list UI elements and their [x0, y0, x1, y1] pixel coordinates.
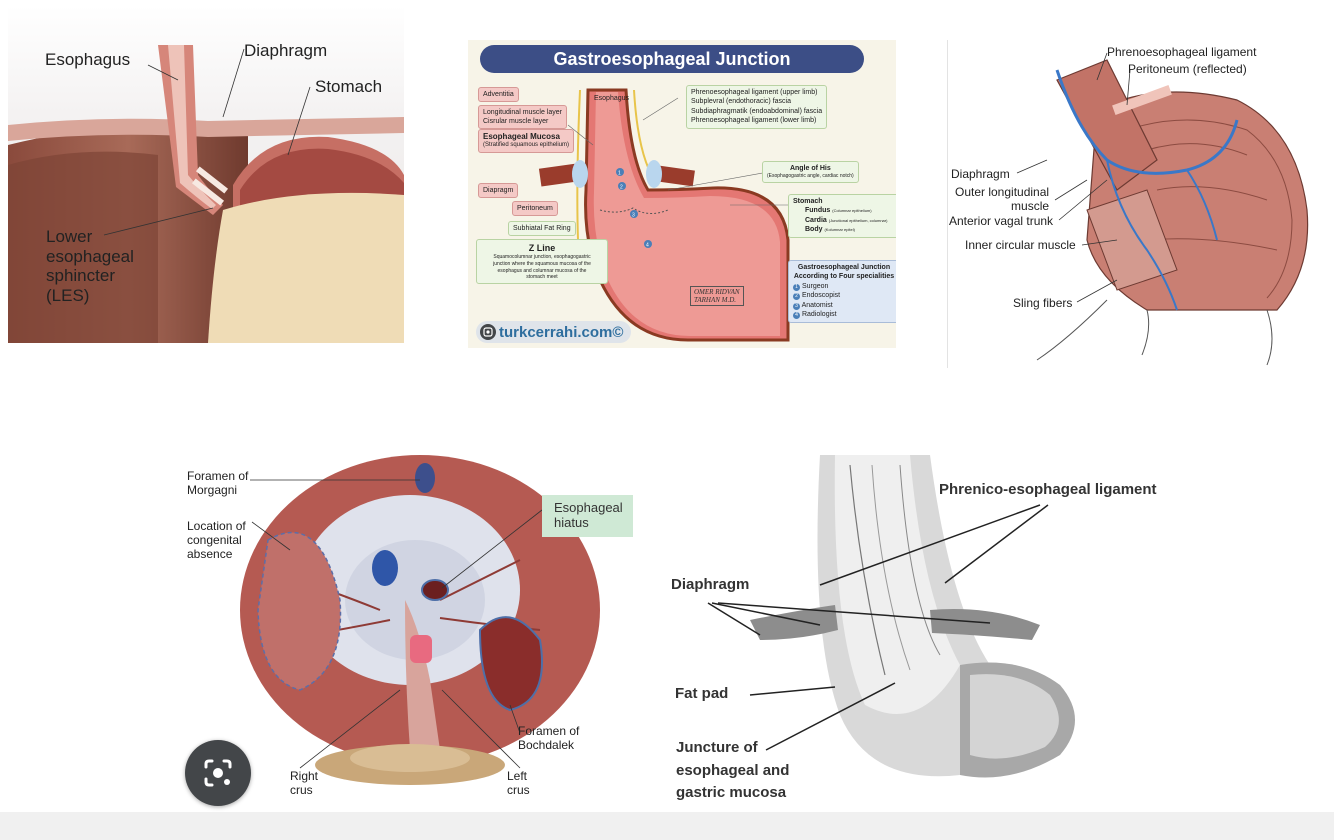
muscle-layers-illustration [947, 40, 1323, 368]
image-result-sketch[interactable]: Phrenico-esophageal ligament Diaphragm F… [660, 455, 1180, 810]
gej-fundus: Fundus (Columnar epithelium) [793, 206, 895, 215]
gej-angle-title: Angle of His [789, 165, 831, 172]
gej-speciality-1-label: Surgeon [801, 282, 829, 290]
label-les: Lower esophageal sphincter (LES) [46, 227, 134, 305]
label-juncture-mucosa: Juncture of esophageal and gastric mucos… [676, 739, 790, 801]
gej-cardia-label: Cardia [805, 216, 827, 224]
gej-body-sub: (Kolumnar epitel) [824, 227, 855, 233]
gej-speciality-3: 3 Anatomist [793, 301, 895, 310]
label-anterior-vagal-trunk: Anterior vagal trunk [949, 214, 1054, 228]
label-peritoneum-reflected: Peritoneum (reflected) [1128, 62, 1247, 76]
svg-text:1: 1 [618, 171, 621, 177]
les-illustration [8, 5, 404, 343]
label-foramen-bochdalek: Foramen of Bochdalek [518, 724, 580, 752]
gej-speciality-4-label: Radiologist [801, 311, 837, 319]
gej-ligaments: Phrenoesophageal ligament (upper limb) S… [686, 85, 828, 129]
image-result-diaphragm[interactable]: Foramen of Morgagni Location of congenit… [180, 450, 640, 810]
gej-esophagus: Esophagus [594, 95, 630, 102]
gej-signature: OMER RIDVAN TARHAN M.D. [690, 286, 744, 307]
gej-speciality-4: 4 Radiologist [793, 310, 895, 320]
label-diaphragm: Diaphragm [671, 576, 750, 593]
speciality-number-badge: 4 [793, 312, 800, 320]
gej-fat-ring: Subhiatal Fat Ring [508, 221, 576, 237]
lens-small-icon [480, 324, 496, 340]
gej-specialities: Gastroesophageal Junction According to F… [788, 260, 896, 323]
svg-text:4: 4 [646, 243, 649, 249]
svg-text:3: 3 [632, 213, 635, 219]
diaphragm-illustration [180, 450, 640, 810]
label-location-congenital-absence: Location of congenital absence [187, 519, 246, 561]
label-foramen-morgagni: Foramen of Morgagni [187, 469, 249, 497]
label-phrenoesophageal-ligament: Phrenoesophageal ligament [1107, 45, 1257, 59]
gej-speciality-1: 1 Surgeon [793, 282, 895, 291]
image-result-les[interactable]: Esophagus Diaphragm Stomach Lower esopha… [8, 5, 404, 343]
google-lens-button[interactable] [185, 740, 251, 806]
gej-speciality-2: 2 Endoscopist [793, 291, 895, 301]
gej-mucosa-sub: (Stratified squamous epithelium) [483, 142, 570, 149]
gej-watermark-text: turkcerrahi.com© [499, 323, 624, 341]
gej-fundus-label: Fundus [805, 207, 831, 215]
gej-stomach: Stomach Fundus (Columnar epithelium) Car… [788, 194, 896, 238]
label-diaphragm: Diaphragm [244, 41, 328, 60]
image-result-gej-infographic[interactable]: 1 2 3 4 Gastroesophageal Junction Advent… [468, 40, 896, 348]
gej-cardia-sub: (Junctional epithelium, columnar) [828, 217, 888, 223]
label-outer-longitudinal: Outer longitudinal muscle [955, 185, 1050, 213]
gej-adventitia: Adventitia [478, 87, 519, 103]
sketch-illustration [660, 455, 1180, 810]
gej-peritoneum: Peritoneum [512, 201, 558, 217]
label-right-crus: Right crus [290, 769, 319, 797]
label-diaphragm: Diaphragm [951, 167, 1010, 181]
speciality-number-badge: 3 [793, 302, 800, 310]
label-stomach: Stomach [315, 77, 383, 96]
gej-diapragm: Diapragm [478, 183, 519, 199]
label-left-crus: Left crus [507, 769, 530, 797]
label-esophageal-hiatus: Esophageal hiatus [542, 495, 633, 537]
label-fat-pad: Fat pad [675, 685, 729, 702]
gej-body: Body (Kolumnar epitel) [793, 225, 895, 234]
label-sling-fibers: Sling fibers [1013, 296, 1073, 310]
gej-zline-desc: Squamocolumnar junction, esophagogastric… [493, 254, 591, 281]
gej-angle-of-his: Angle of His (Esophagogastric angle, car… [762, 161, 859, 184]
gej-diagram: 1 2 3 4 [538, 88, 790, 342]
gej-stomach-title: Stomach [793, 198, 823, 205]
gej-muscle-layers: Longitudinal muscle layer Cisrular muscl… [478, 105, 567, 130]
label-esophagus: Esophagus [45, 50, 131, 69]
image-result-muscle-layers[interactable]: Phrenoesophageal ligament Peritoneum (re… [947, 40, 1323, 368]
gej-mucosa-title: Esophageal Mucosa [483, 132, 560, 141]
gej-mucosa: Esophageal Mucosa (Stratified squamous e… [478, 129, 575, 154]
gej-title: Gastroesophageal Junction [480, 45, 864, 73]
lens-icon [204, 759, 232, 787]
speciality-number-badge: 1 [793, 283, 800, 291]
gej-speciality-2-label: Endoscopist [801, 292, 841, 300]
gej-specialities-title: Gastroesophageal Junction According to F… [793, 264, 895, 281]
label-phrenico-esophageal-ligament: Phrenico-esophageal ligament [939, 481, 1157, 498]
gej-fundus-sub: (Columnar epithelium) [832, 208, 872, 214]
gej-angle-sub: (Esophagogastric angle, cardiac notch) [767, 173, 854, 180]
speciality-number-badge: 2 [793, 293, 800, 301]
gej-body-label: Body [805, 226, 823, 234]
svg-text:2: 2 [620, 185, 623, 191]
gej-zline-title: Z Line [528, 243, 556, 253]
gej-cardia: Cardia (Junctional epithelium, columnar) [793, 216, 895, 225]
label-inner-circular-muscle: Inner circular muscle [965, 238, 1076, 252]
gej-zline: Z Line Squamocolumnar junction, esophago… [476, 239, 608, 285]
gej-watermark[interactable]: turkcerrahi.com© [476, 321, 632, 343]
bottom-strip [0, 812, 1334, 840]
gej-speciality-3-label: Anatomist [801, 301, 833, 309]
